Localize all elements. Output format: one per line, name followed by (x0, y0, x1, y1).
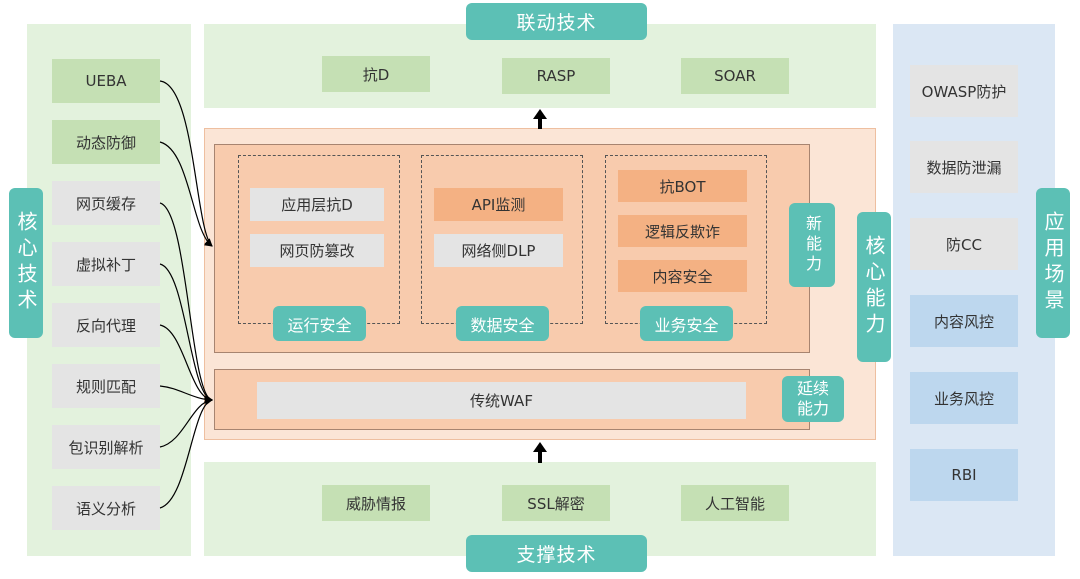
scenario-item-content-risk: 内容风控 (910, 295, 1018, 347)
connector-virtual-patch (159, 263, 213, 403)
runtime-item-web-tamper-protection: 网页防篡改 (250, 234, 384, 267)
core-capability-title-text: 核心能力 (862, 235, 886, 339)
support-tech-title: 支撑技术 (466, 535, 647, 572)
group-data-security-label: 数据安全 (456, 306, 549, 341)
connector-semantic-analysis (159, 397, 213, 509)
core-capability-title: 核心能力 (857, 212, 891, 362)
connector-web-cache (159, 202, 213, 403)
group-business-security-label: 业务安全 (640, 306, 733, 341)
connector-ueba (159, 80, 213, 247)
core-tech-item-rule-matching: 规则匹配 (52, 364, 160, 408)
core-tech-item-ueba: UEBA (52, 59, 160, 103)
core-tech-item-web-cache: 网页缓存 (52, 181, 160, 225)
linkage-tech-title: 联动技术 (466, 3, 647, 40)
business-item-anti-fraud: 逻辑反欺诈 (618, 215, 747, 247)
legacy-item-traditional-waf: 传统WAF (257, 382, 746, 419)
scenario-title-text: 应用场景 (1041, 211, 1065, 315)
scenario-item-owasp: OWASP防护 (910, 65, 1018, 117)
up-arrow-top (533, 109, 547, 129)
support-item-ai: 人工智能 (681, 485, 789, 521)
core-tech-title: 核心技术 (9, 188, 43, 338)
business-item-anti-bot: 抗BOT (618, 170, 747, 202)
data-item-api-monitoring: API监测 (434, 188, 563, 221)
support-item-ssl-decryption: SSL解密 (502, 485, 610, 521)
scenario-item-rbi: RBI (910, 449, 1018, 501)
business-item-content-security: 内容安全 (618, 260, 747, 292)
legacy-capability-label-text: 延续能力 (796, 379, 829, 418)
scenario-title: 应用场景 (1036, 188, 1070, 338)
new-capability-label: 新能力 (789, 203, 835, 287)
scenario-item-business-risk: 业务风控 (910, 372, 1018, 424)
linkage-item-anti-ddos: 抗D (322, 56, 430, 92)
up-arrow-bottom (533, 442, 547, 463)
runtime-item-app-layer-anti-ddos: 应用层抗D (250, 188, 384, 221)
linkage-item-rasp: RASP (502, 58, 610, 94)
group-runtime-security-label: 运行安全 (273, 306, 366, 341)
core-tech-item-semantic-analysis: 语义分析 (52, 486, 160, 530)
core-tech-title-text: 核心技术 (14, 211, 38, 315)
connector-dynamic-defense (159, 141, 213, 247)
core-tech-item-packet-parsing: 包识别解析 (52, 425, 160, 469)
support-item-threat-intel: 威胁情报 (322, 485, 430, 521)
data-item-network-dlp: 网络侧DLP (434, 234, 563, 267)
scenario-item-dlp: 数据防泄漏 (910, 141, 1018, 193)
scenario-item-anti-cc: 防CC (910, 218, 1018, 270)
legacy-capability-label: 延续能力 (782, 376, 844, 422)
new-capability-label-text: 新能力 (803, 215, 822, 275)
linkage-tech-title-text: 联动技术 (516, 12, 597, 34)
core-tech-item-virtual-patch: 虚拟补丁 (52, 242, 160, 286)
support-tech-title-text: 支撑技术 (516, 544, 597, 566)
core-tech-item-reverse-proxy: 反向代理 (52, 303, 160, 347)
linkage-item-soar: SOAR (681, 58, 789, 94)
core-tech-item-dynamic-defense: 动态防御 (52, 120, 160, 164)
